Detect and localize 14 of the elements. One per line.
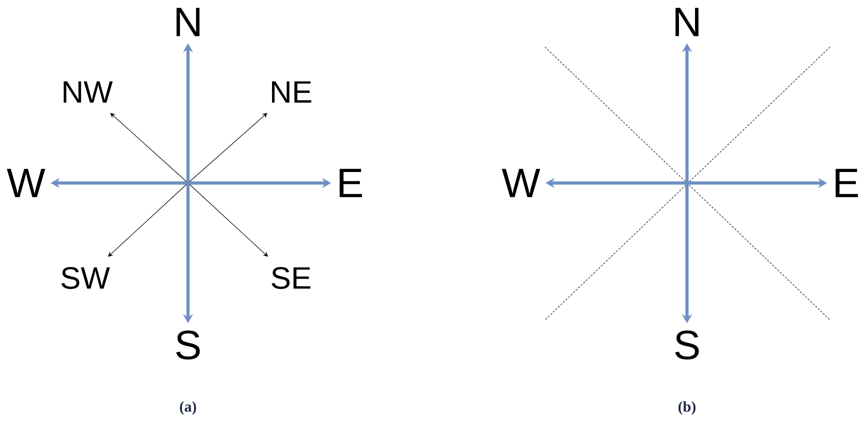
- direction-label: N: [676, 8, 698, 36]
- panel-caption: (b): [678, 401, 696, 415]
- direction-label: W: [6, 168, 46, 198]
- direction-label: W: [502, 168, 540, 198]
- direction-label: SW: [61, 267, 110, 289]
- panel-caption: (a): [180, 401, 196, 415]
- direction-label: NW: [64, 81, 113, 103]
- direction-label: E: [836, 168, 858, 198]
- direction-label: SE: [272, 267, 310, 289]
- direction-label: S: [675, 330, 699, 360]
- direction-label: E: [340, 168, 362, 198]
- direction-label: S: [176, 330, 200, 360]
- direction-label: N: [176, 8, 200, 36]
- direction-label: NE: [272, 81, 312, 103]
